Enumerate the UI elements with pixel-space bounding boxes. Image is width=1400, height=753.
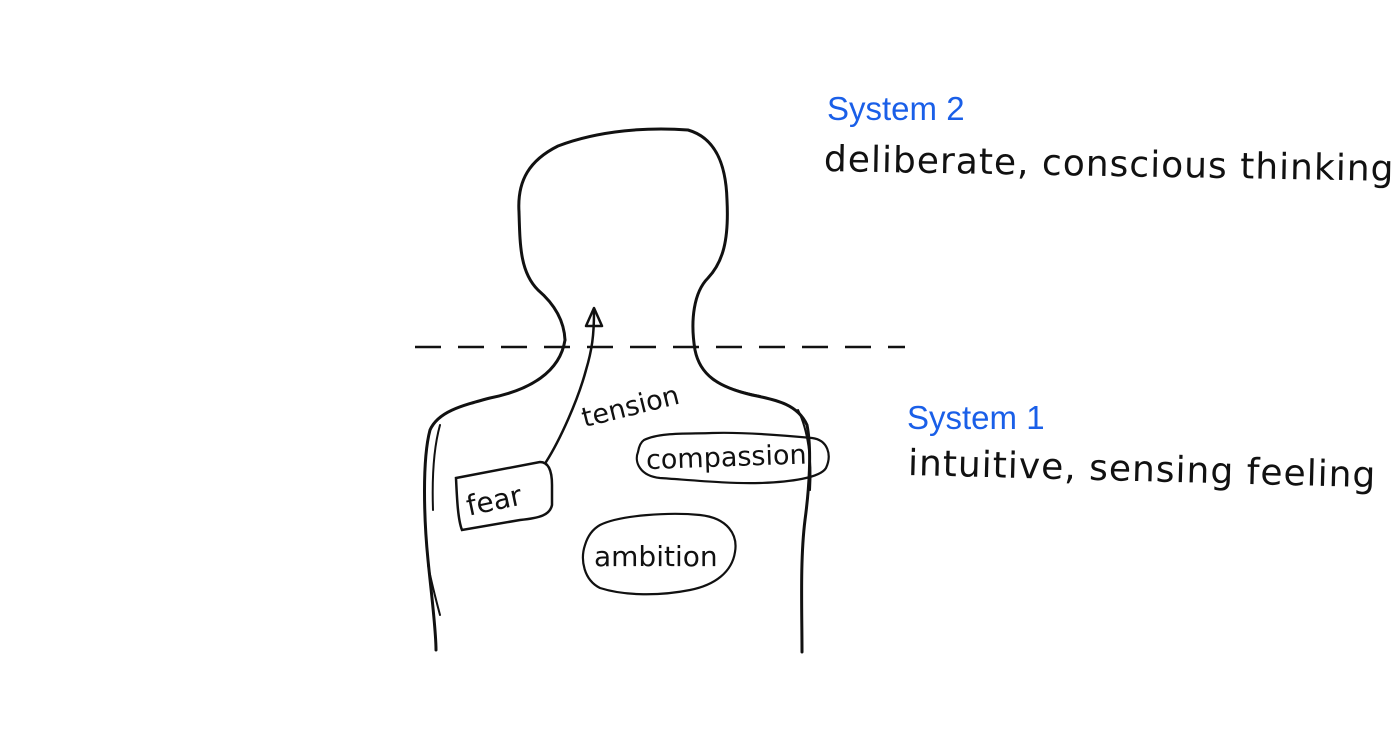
fear-label: fear <box>463 479 525 523</box>
compassion-label: compassion <box>645 440 807 477</box>
tension-label: tension <box>579 380 683 434</box>
tension-arrow-head <box>584 306 604 328</box>
system-2-label: System 2 <box>827 90 965 127</box>
silhouette-right-sketch <box>797 409 812 491</box>
ambition-cloud <box>581 512 737 596</box>
compassion-cloud <box>635 431 830 485</box>
silhouette-left-shoulder <box>423 338 567 652</box>
silhouette-left-sketch-2 <box>427 564 441 616</box>
silhouette-neck-sketch <box>699 364 761 397</box>
system-2-description: deliberate, conscious thinking <box>823 139 1395 190</box>
system-1-label: System 1 <box>907 399 1045 436</box>
tension-arrow-shaft <box>544 310 596 464</box>
fear-box <box>454 460 554 532</box>
silhouette-left-sketch <box>431 424 441 511</box>
ambition-label: ambition <box>594 540 718 573</box>
